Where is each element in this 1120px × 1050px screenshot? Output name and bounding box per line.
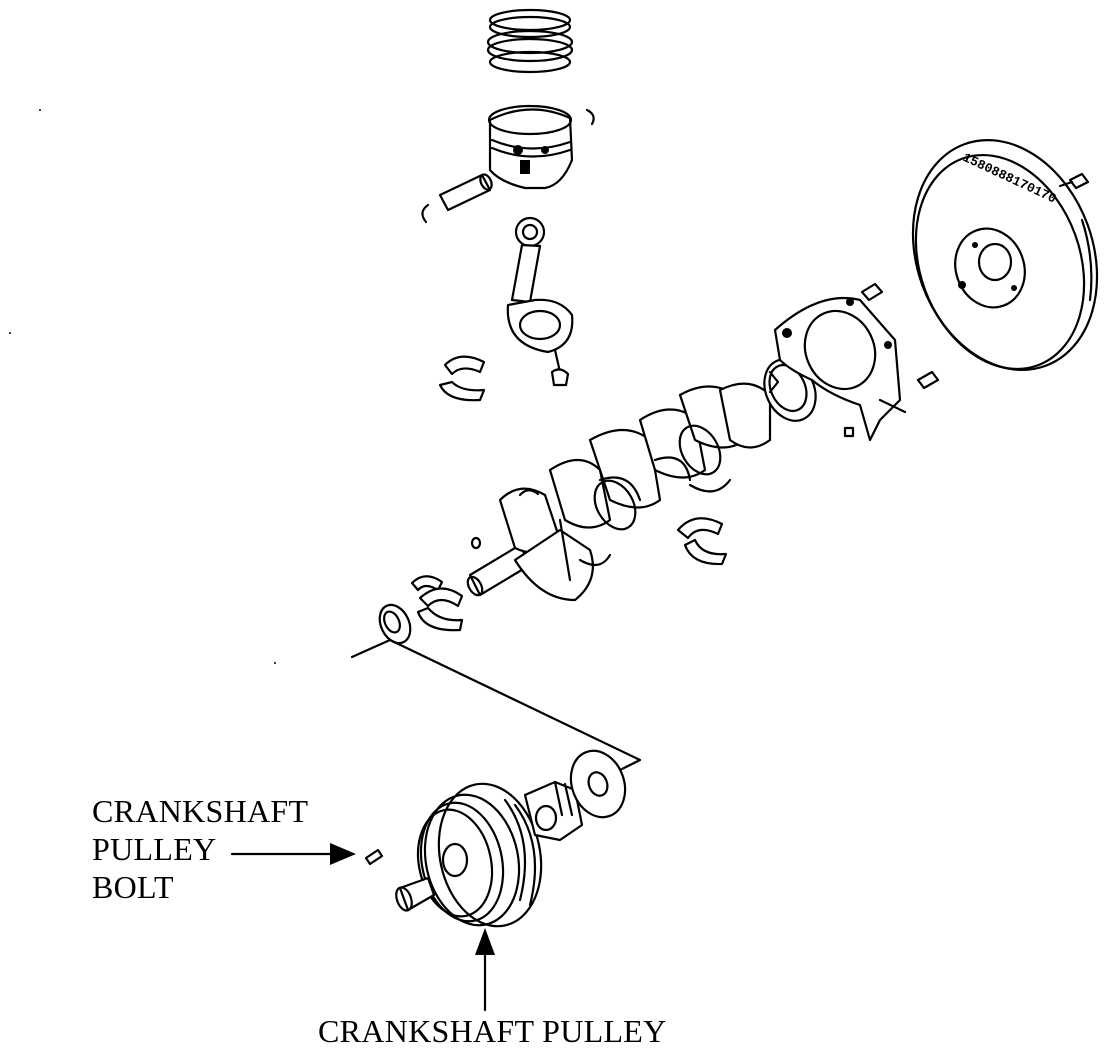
bolt-arrow [230, 843, 356, 865]
rear-seal-retainer [773, 296, 907, 442]
snap-ring [585, 108, 595, 126]
crankshaft-sprocket [523, 780, 584, 842]
connecting-rod [506, 216, 574, 387]
pulley-pin [364, 848, 384, 866]
label-line: CRANKSHAFT [92, 793, 309, 829]
crankshaft-pulley-bolt-label: CRANKSHAFT PULLEY BOLT [92, 792, 308, 906]
pulley-bolt [395, 876, 436, 912]
pulley-washer [569, 749, 627, 819]
rod-bearing [438, 355, 486, 402]
woodruff-key [470, 536, 482, 550]
crankshaft-pulley-label: CRANKSHAFT PULLEY [318, 1013, 667, 1049]
piston-rings [486, 8, 574, 74]
retainer-bolt [860, 282, 940, 390]
crankshaft [466, 382, 772, 602]
piston [487, 104, 574, 190]
leader-line [350, 638, 642, 777]
piston-pin [438, 173, 493, 212]
front-oil-seal [378, 603, 412, 645]
label-line: BOLT [92, 869, 174, 905]
main-bearing-upper [676, 517, 728, 566]
flywheel [911, 139, 1099, 371]
pulley-arrow [475, 928, 495, 1012]
label-line: PULLEY [92, 831, 217, 867]
crankshaft-pulley [416, 782, 543, 928]
flywheel-bolt [1058, 172, 1090, 190]
snap-ring [421, 203, 430, 224]
main-bearing-lower [410, 575, 464, 632]
